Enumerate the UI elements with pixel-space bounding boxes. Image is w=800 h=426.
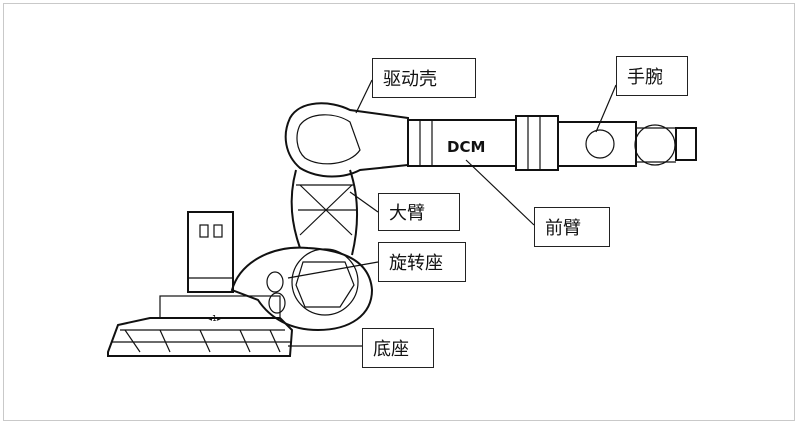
rear-box-drawing xyxy=(187,211,234,293)
rotary-base-drawing xyxy=(230,246,374,332)
svg-text:◂1▸: ◂1▸ xyxy=(208,314,221,323)
brand-text: DCM xyxy=(447,138,485,156)
forearm-drawing: DCM xyxy=(407,115,559,171)
label-drive-housing: 驱动壳 xyxy=(372,58,476,98)
label-forearm: 前臂 xyxy=(534,207,610,247)
label-base: 底座 xyxy=(362,328,434,368)
image-frame xyxy=(3,3,795,421)
label-wrist: 手腕 xyxy=(616,56,688,96)
label-upper-arm: 大臂 xyxy=(378,193,460,231)
upper-arm-drawing xyxy=(290,169,358,256)
wrist-drawing xyxy=(557,121,697,167)
drive-housing-drawing xyxy=(284,102,409,178)
leader-lines xyxy=(287,79,617,347)
label-rotary-base: 旋转座 xyxy=(378,242,466,282)
base-drawing: ◂1▸ xyxy=(107,295,294,357)
